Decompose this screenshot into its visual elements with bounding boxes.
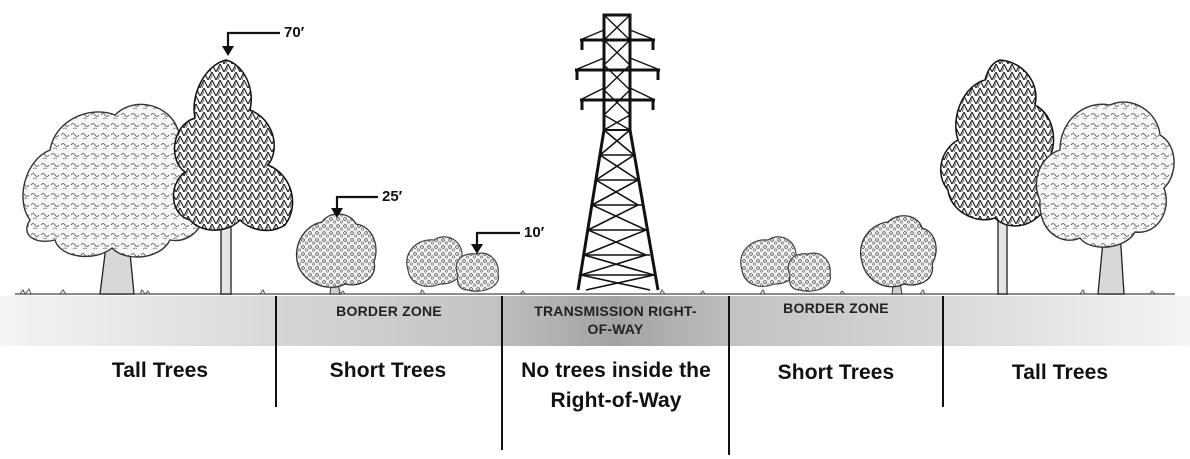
column-label-short-left: Short Trees xyxy=(288,356,488,386)
shrub-right-icon xyxy=(741,237,831,291)
band-tall-right xyxy=(943,296,1190,346)
column-label-tall-left: Tall Trees xyxy=(60,356,260,386)
zone-label-border-right: BORDER ZONE xyxy=(729,299,943,317)
shrub-icon xyxy=(407,237,499,291)
height-label-shrub: 10′ xyxy=(524,224,544,241)
column-label-center: No trees inside the Right-of-Way xyxy=(506,356,726,416)
height-label-tall: 70′ xyxy=(284,24,304,41)
height-label-short: 25′ xyxy=(382,188,402,205)
transmission-tower-icon xyxy=(575,15,660,290)
column-label-short-right: Short Trees xyxy=(736,358,936,388)
pine-tree-icon xyxy=(174,60,293,294)
height-arrow-25 xyxy=(337,197,378,210)
zone-label-border-left: BORDER ZONE xyxy=(276,302,502,320)
band-tall-left xyxy=(0,296,276,346)
short-tree-right-icon xyxy=(861,216,936,294)
height-arrow-10 xyxy=(477,233,520,246)
height-arrow-70 xyxy=(228,33,280,48)
arrow-head-10 xyxy=(471,244,483,254)
arrow-head-70 xyxy=(222,46,234,56)
zone-label-transmission: TRANSMISSION RIGHT-OF-WAY xyxy=(533,302,698,338)
deciduous-tree-right-icon xyxy=(1036,102,1174,294)
column-label-tall-right: Tall Trees xyxy=(960,358,1160,388)
short-tree-icon xyxy=(297,214,376,294)
